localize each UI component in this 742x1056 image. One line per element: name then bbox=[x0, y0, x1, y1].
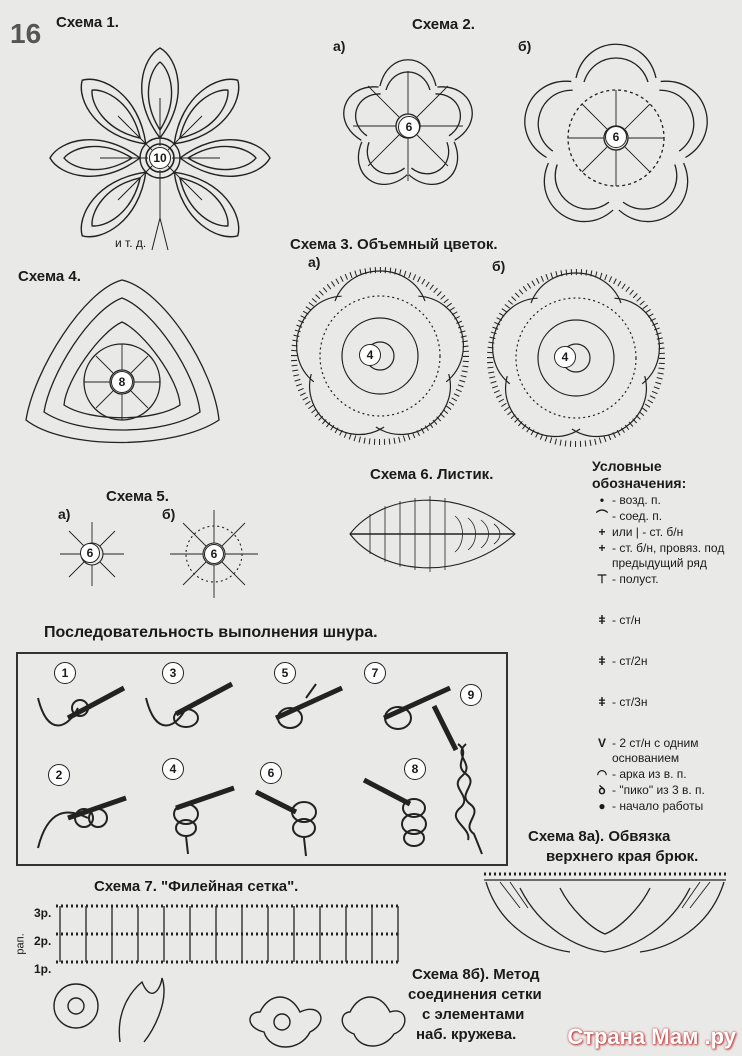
chain-stitch-icon: • bbox=[599, 493, 605, 507]
cord-steps-box: 1 2 3 4 5 6 7 8 9 bbox=[16, 652, 508, 866]
cord-step-7: 7 bbox=[354, 658, 454, 748]
scheme1-title: Схема 1. bbox=[56, 14, 119, 31]
scheme8b-title-line1: Схема 8б). Метод bbox=[412, 966, 540, 983]
slip-stitch-icon: ⌒ bbox=[595, 509, 608, 523]
scheme7-repeat-label: рап. bbox=[14, 933, 27, 955]
scheme5-title: Схема 5. bbox=[106, 488, 169, 505]
cord-step-6: 6 bbox=[246, 758, 346, 857]
scheme2a-label: а) bbox=[333, 38, 346, 54]
scheme3a-label: а) bbox=[308, 254, 321, 270]
picot-icon: ꝺ bbox=[598, 783, 606, 797]
legend: Условные обозначения: •- возд. п. ⌒- сое… bbox=[592, 458, 742, 815]
scheme6-title: Схема 6. Листик. bbox=[370, 466, 494, 483]
cord-step-9: 9 bbox=[432, 684, 502, 864]
legend-item: V- 2 ст/н с одним основанием bbox=[592, 736, 742, 766]
single-crochet-below-icon: + bbox=[598, 541, 606, 555]
cord-step-5: 5 bbox=[246, 658, 346, 748]
scheme8a-edging bbox=[484, 872, 726, 953]
start-icon: ● bbox=[598, 799, 606, 813]
scheme8b-title-line2: соединения сетки bbox=[408, 986, 542, 1003]
legend-item: ⊤- полуст. bbox=[592, 572, 742, 612]
single-crochet-icon: + bbox=[598, 525, 606, 539]
legend-item: ǂ- ст/3н bbox=[592, 695, 742, 735]
legend-item: ǂ- ст/2н bbox=[592, 654, 742, 694]
scheme2a-motif bbox=[335, 59, 481, 197]
scheme5b-label: б) bbox=[162, 506, 176, 522]
watermark: Страна Мам .ру bbox=[567, 1024, 736, 1049]
scheme5b-center-number: 6 bbox=[204, 544, 224, 564]
scheme2b-label: б) bbox=[518, 38, 532, 54]
scheme5a-center-number: 6 bbox=[80, 543, 100, 563]
scheme3a-center-number: 4 bbox=[359, 344, 381, 366]
legend-item: +- ст. б/н, провяз. под предыдущий ряд bbox=[592, 541, 742, 571]
scheme5b-motif bbox=[170, 510, 258, 598]
legend-item: ǂ- ст/н bbox=[592, 613, 742, 653]
scheme8b-lace-elements bbox=[53, 977, 406, 1048]
scheme3b-motif bbox=[480, 269, 672, 454]
cord-step-4: 4 bbox=[136, 758, 236, 854]
half-double-crochet-icon: ⊤ bbox=[596, 572, 608, 586]
chain-arch-icon: ◠ bbox=[596, 767, 608, 781]
scheme8b-title-line3: с элементами bbox=[422, 1006, 525, 1023]
scheme7-row2-label: 2р. bbox=[34, 934, 52, 948]
legend-title-line1: Условные bbox=[592, 458, 662, 474]
scheme3b-center-number: 4 bbox=[554, 346, 576, 368]
scheme7-title: Схема 7. "Филейная сетка". bbox=[94, 878, 299, 895]
scheme3a-motif bbox=[284, 267, 476, 452]
scheme4-motif bbox=[25, 279, 220, 444]
scheme5a-label: а) bbox=[58, 506, 71, 522]
scheme1-flower bbox=[49, 47, 271, 250]
legend-item: •- возд. п. bbox=[592, 493, 742, 508]
legend-item: ꝺ- "пико" из 3 в. п. bbox=[592, 783, 742, 798]
cord-step-1: 1 bbox=[28, 658, 128, 748]
scheme2b-motif bbox=[513, 43, 719, 239]
scheme8a-title-line1: Схема 8а). Обвязка bbox=[528, 828, 671, 845]
scheme1-center-number: 10 bbox=[149, 147, 171, 169]
scheme5a-motif bbox=[60, 522, 124, 586]
scheme8a-title-line2: верхнего края брюк. bbox=[546, 848, 699, 865]
scheme2b-center-number: 6 bbox=[605, 126, 627, 148]
scheme3b-label: б) bbox=[492, 258, 506, 274]
legend-item: ⌒- соед. п. bbox=[592, 509, 742, 524]
legend-item: ●- начало работы bbox=[592, 799, 742, 814]
v-stitch-icon: V bbox=[597, 736, 606, 750]
page-number: 16 bbox=[10, 18, 42, 49]
legend-title-line2: обозначения: bbox=[592, 475, 687, 491]
scheme3-title: Схема 3. Объемный цветок. bbox=[290, 236, 498, 253]
legend-item: ◠- арка из в. п. bbox=[592, 767, 742, 782]
cord-title: Последовательность выполнения шнура. bbox=[44, 624, 378, 641]
legend-item: +или | - ст. б/н bbox=[592, 525, 742, 540]
scheme1-note: и т. д. bbox=[115, 236, 147, 250]
scheme6-leaf bbox=[349, 496, 516, 572]
scheme7-filet-grid bbox=[56, 904, 401, 964]
scheme4-title: Схема 4. bbox=[18, 268, 81, 285]
scheme8b-title-line4: наб. кружева. bbox=[416, 1026, 517, 1043]
cord-step-8: 8 bbox=[354, 758, 454, 848]
double-treble-crochet-icon: ǂ bbox=[598, 695, 606, 709]
cord-step-3: 3 bbox=[136, 658, 236, 748]
treble-crochet-icon: ǂ bbox=[598, 654, 606, 668]
scheme7-row1-label: 1р. bbox=[34, 962, 52, 976]
scheme2a-center-number: 6 bbox=[398, 116, 420, 138]
scheme2-title: Схема 2. bbox=[412, 16, 475, 33]
scheme7-row3-label: 3р. bbox=[34, 906, 52, 920]
cord-step-2: 2 bbox=[28, 758, 128, 849]
scheme4-center-number: 8 bbox=[111, 371, 133, 393]
double-crochet-icon: ǂ bbox=[598, 613, 606, 627]
